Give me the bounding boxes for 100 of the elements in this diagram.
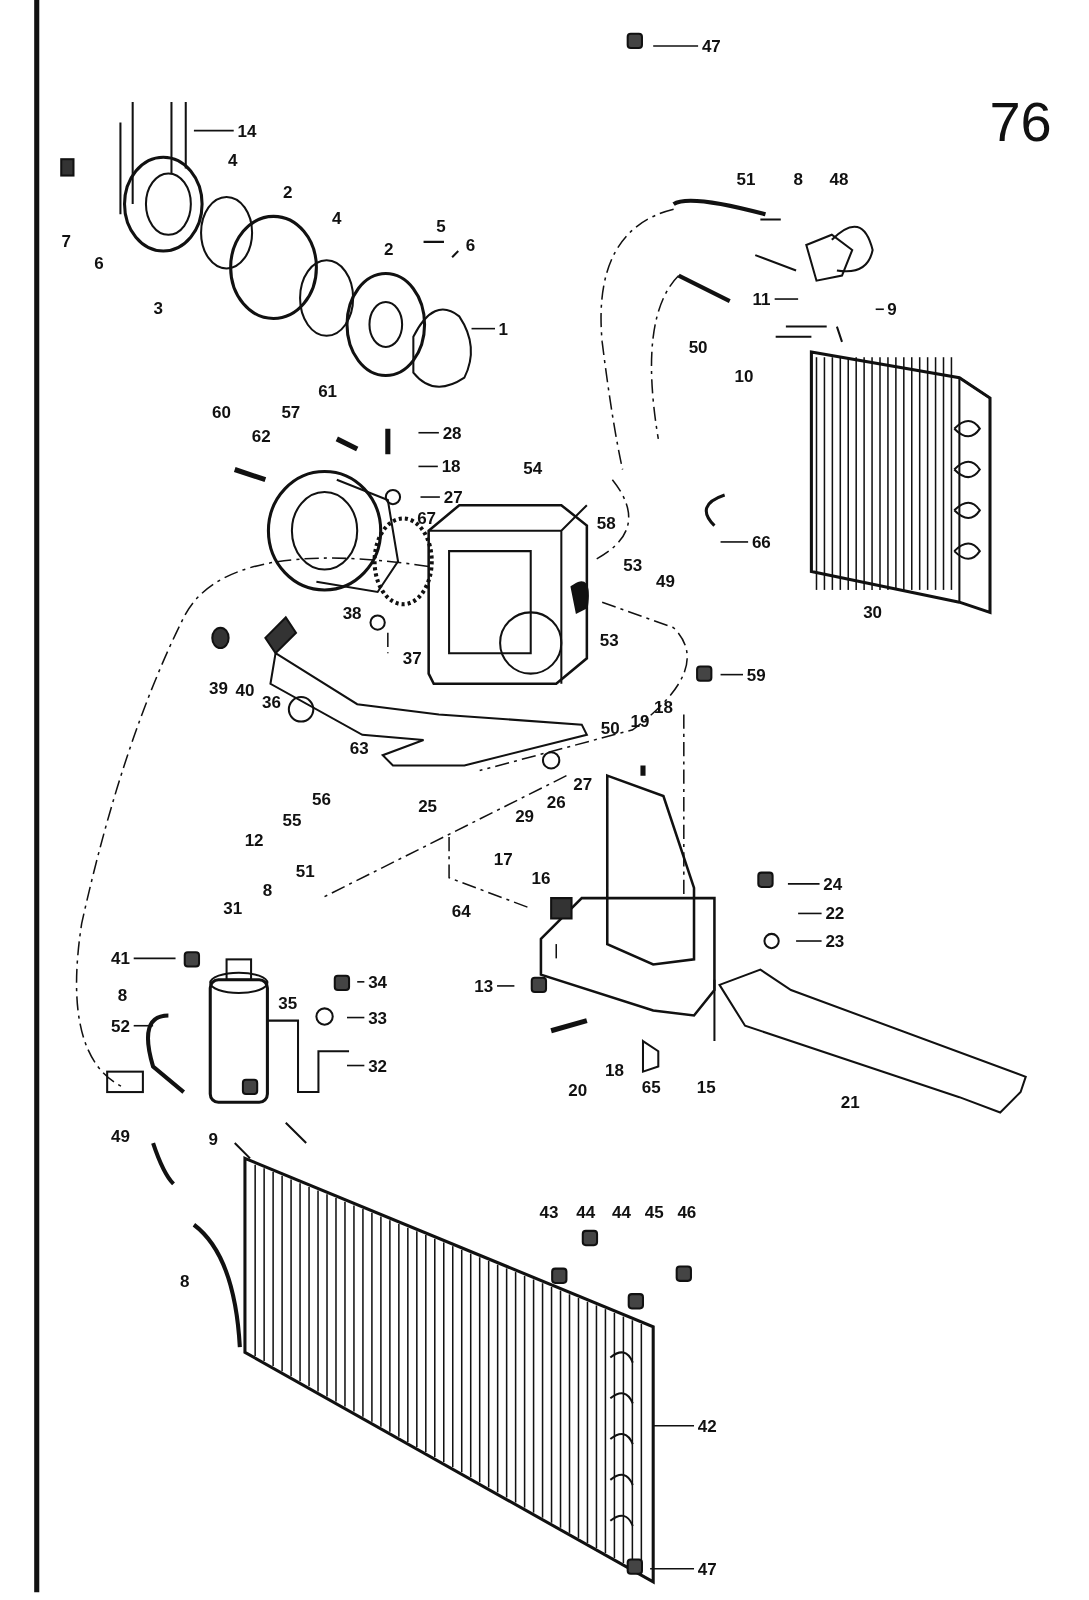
callout-number: 4 [332, 209, 342, 227]
callout-number: 51 [295, 862, 315, 880]
callout-number: 50 [688, 338, 708, 356]
callout-number: 39 [208, 679, 228, 697]
callout-number: 9 [887, 300, 897, 318]
callout-number: 54 [523, 459, 543, 477]
callout-number: 29 [515, 808, 535, 825]
callout-number: 47 [697, 1560, 717, 1578]
callout-number: 8 [793, 170, 803, 188]
callout-number: 60 [212, 403, 231, 421]
callout-number: 32 [368, 1057, 388, 1074]
callout-number: 37 [402, 649, 422, 667]
leader-line [417, 431, 440, 434]
callout-number: 67 [417, 509, 437, 527]
callout-number: 28 [442, 424, 462, 442]
callout-number: 43 [539, 1204, 559, 1221]
callout-number: 15 [696, 1078, 716, 1096]
callout-number: 46 [677, 1204, 697, 1221]
callout-number: 11 [752, 290, 771, 308]
leader-line [874, 308, 885, 311]
callout-number: 27 [443, 488, 463, 506]
callout-number: 35 [278, 994, 298, 1012]
page-number: 76 [989, 94, 1052, 151]
leader-line [652, 45, 699, 47]
callout-number: 13 [474, 977, 494, 995]
callout-number: 8 [180, 1272, 190, 1290]
callout-number: 57 [281, 403, 301, 421]
callout-number: 8 [117, 986, 128, 1004]
callout-number: 18 [441, 457, 461, 475]
callout-number: 5 [436, 217, 446, 235]
callout-number: 47 [701, 37, 721, 55]
callout-number: 42 [697, 1417, 717, 1435]
leader-line [652, 1425, 695, 1427]
leader-line [787, 883, 821, 885]
callout-number: 18 [604, 1061, 624, 1079]
callout-number: 9 [208, 1130, 219, 1148]
leader-line [346, 1064, 366, 1067]
callout-number: 52 [110, 1017, 130, 1035]
callout-number: 65 [641, 1078, 661, 1096]
callout-number: 25 [418, 797, 438, 815]
callout-number: 2 [384, 240, 394, 258]
callout-number: 44 [576, 1204, 596, 1221]
callout-number: 6 [94, 254, 104, 272]
callout-number: 58 [596, 514, 616, 532]
callout-number: 56 [312, 790, 331, 808]
callout-number: 48 [829, 170, 849, 188]
callout-number: 19 [630, 712, 650, 730]
callout-number: 4 [227, 151, 238, 169]
leader-line [795, 940, 823, 942]
callout-number: 24 [823, 875, 843, 893]
callout-number: 55 [282, 811, 302, 829]
callout-number: 23 [825, 932, 845, 950]
callout-number: 45 [644, 1204, 664, 1221]
callout-number: 59 [746, 666, 766, 684]
leader-line [649, 1567, 695, 1570]
leader-line [496, 985, 516, 987]
leader-line [356, 981, 366, 983]
callout-number: 51 [736, 170, 756, 188]
callout-number: 8 [262, 881, 273, 899]
leader-line [419, 496, 441, 498]
leader-line [346, 1016, 366, 1019]
callout-number: 36 [262, 693, 281, 711]
callout-number: 7 [61, 232, 72, 250]
callout-number: 34 [368, 973, 388, 991]
callout-number: 64 [451, 902, 471, 920]
callout-number: 66 [751, 533, 771, 551]
leader-line [132, 957, 177, 960]
callout-number: 53 [623, 556, 643, 574]
callout-number: 26 [546, 793, 566, 811]
callout-number: 3 [153, 299, 163, 317]
callout-number: 62 [251, 427, 271, 445]
callout-number: 49 [110, 1127, 130, 1145]
callout-number: 50 [600, 719, 620, 737]
callout-number: 61 [318, 382, 338, 400]
callout-number: 16 [531, 869, 551, 887]
callout-number: 12 [244, 831, 264, 849]
callout-number: 6 [465, 236, 476, 254]
leader-line [417, 465, 439, 468]
callout-number: 31 [223, 899, 243, 917]
leader-line [193, 129, 235, 132]
callout-number: 53 [599, 631, 619, 649]
callout-number: 20 [568, 1081, 588, 1099]
callout-number: 38 [342, 604, 362, 622]
callout-number: 40 [235, 681, 255, 699]
callout-number: 30 [863, 603, 883, 621]
callout-number: 63 [349, 739, 369, 757]
leader-line [719, 673, 744, 676]
callout-number: 18 [653, 698, 673, 716]
leader-line [797, 912, 823, 915]
leader-line [719, 541, 749, 543]
callout-number: 49 [656, 572, 675, 590]
leader-line [773, 298, 799, 300]
callout-number: 14 [237, 122, 257, 140]
callout-number: 44 [612, 1204, 631, 1221]
callout-number: 10 [734, 367, 754, 385]
callout-number: 27 [573, 775, 593, 793]
callout-number: 2 [283, 183, 293, 201]
callout-number: 33 [368, 1009, 388, 1027]
leader-line [470, 327, 496, 330]
leader-line [132, 1024, 154, 1027]
